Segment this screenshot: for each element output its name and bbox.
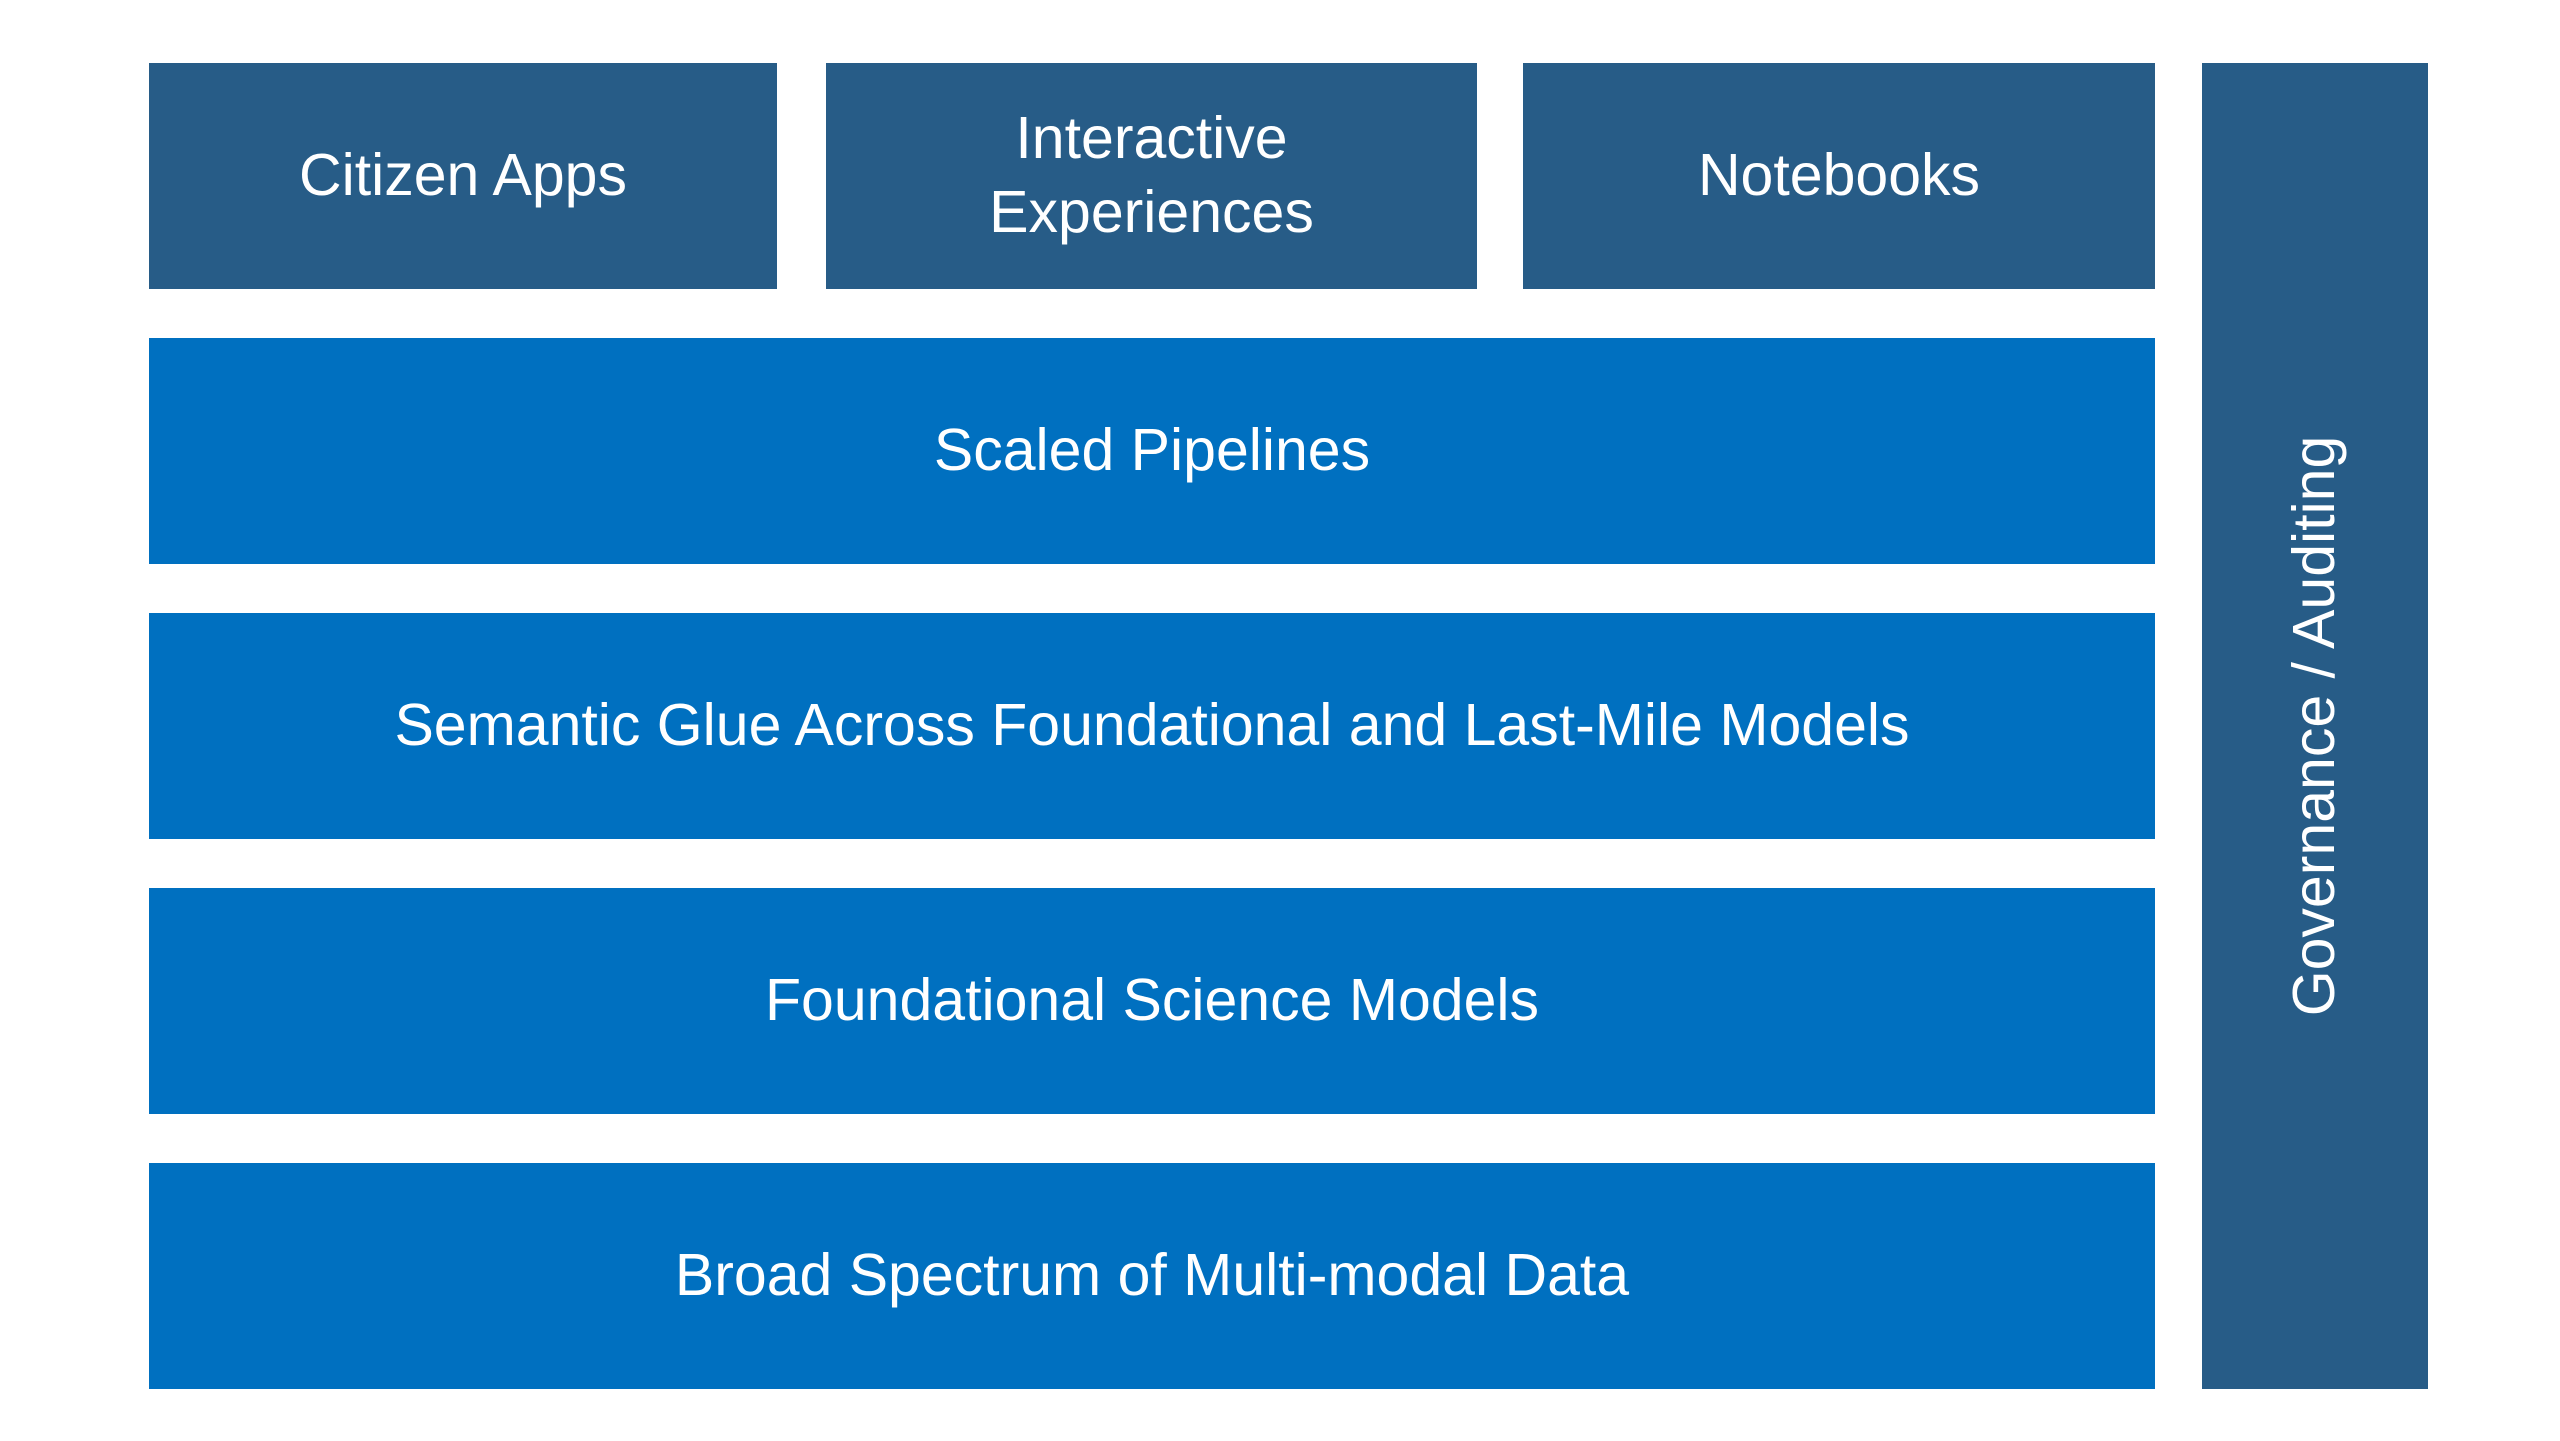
multi-modal-data-label: Broad Spectrum of Multi-modal Data (674, 1242, 1630, 1309)
foundational-science-models-layer: Foundational Science Models (149, 888, 2155, 1114)
interactive-experiences-box: Interactive Experiences (826, 63, 1477, 289)
interactive-experiences-label: Interactive Experiences (989, 102, 1314, 250)
semantic-glue-layer: Semantic Glue Across Foundational and La… (149, 613, 2155, 839)
foundational-science-models-label: Foundational Science Models (764, 967, 1540, 1034)
citizen-apps-box: Citizen Apps (149, 63, 777, 289)
notebooks-label: Notebooks (1697, 142, 1981, 209)
governance-auditing-bar: Governance / Auditing (2202, 63, 2428, 1389)
citizen-apps-label: Citizen Apps (299, 142, 627, 209)
scaled-pipelines-layer: Scaled Pipelines (149, 338, 2155, 564)
multi-modal-data-layer: Broad Spectrum of Multi-modal Data (149, 1163, 2155, 1389)
interactive-experiences-line1: Interactive (1015, 105, 1288, 172)
semantic-glue-label: Semantic Glue Across Foundational and La… (394, 692, 1910, 759)
interactive-experiences-line2: Experiences (989, 179, 1314, 245)
scaled-pipelines-label: Scaled Pipelines (933, 417, 1371, 484)
governance-auditing-label: Governance / Auditing (2281, 435, 2348, 1017)
notebooks-box: Notebooks (1523, 63, 2155, 289)
